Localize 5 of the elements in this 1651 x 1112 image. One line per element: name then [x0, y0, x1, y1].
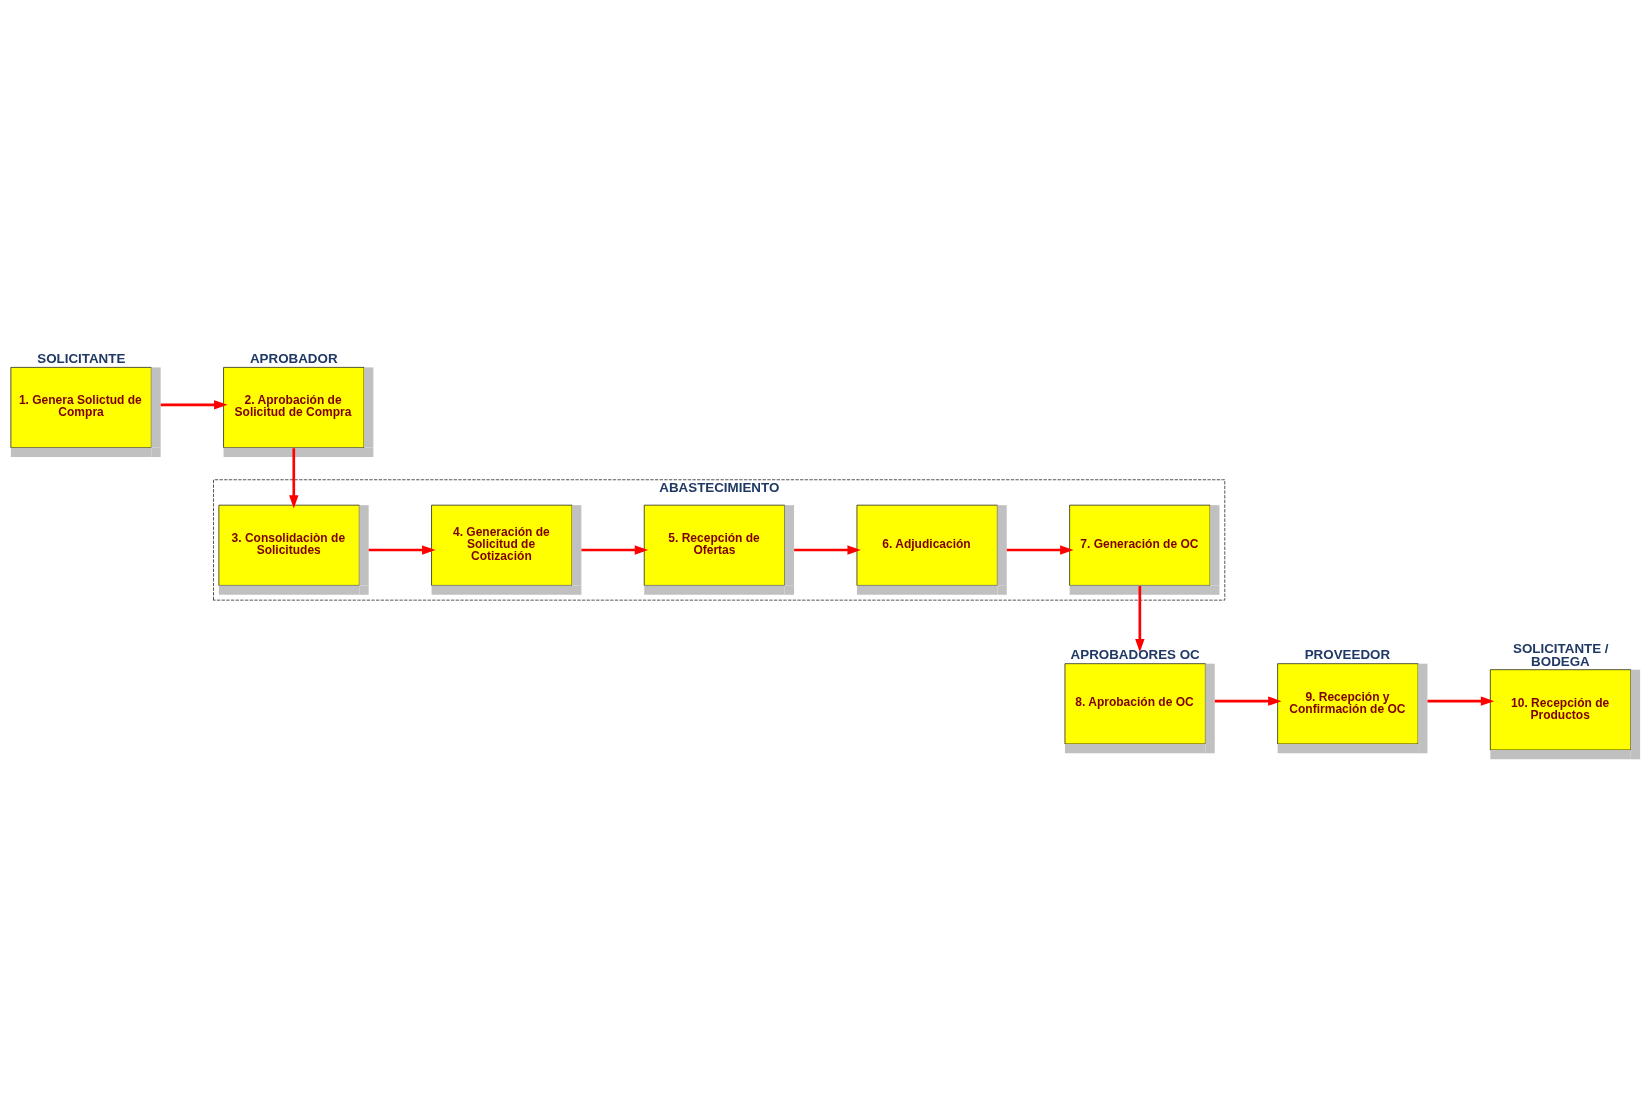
node-label: PROVEEDOR	[1304, 647, 1391, 662]
node-label: APROBADOR	[249, 350, 338, 366]
node-label: APROBADORES OC	[1070, 647, 1200, 662]
node-label: SOLICITANTE / BODEGA	[1513, 640, 1609, 670]
node-label: SOLICITANTE	[37, 350, 126, 366]
